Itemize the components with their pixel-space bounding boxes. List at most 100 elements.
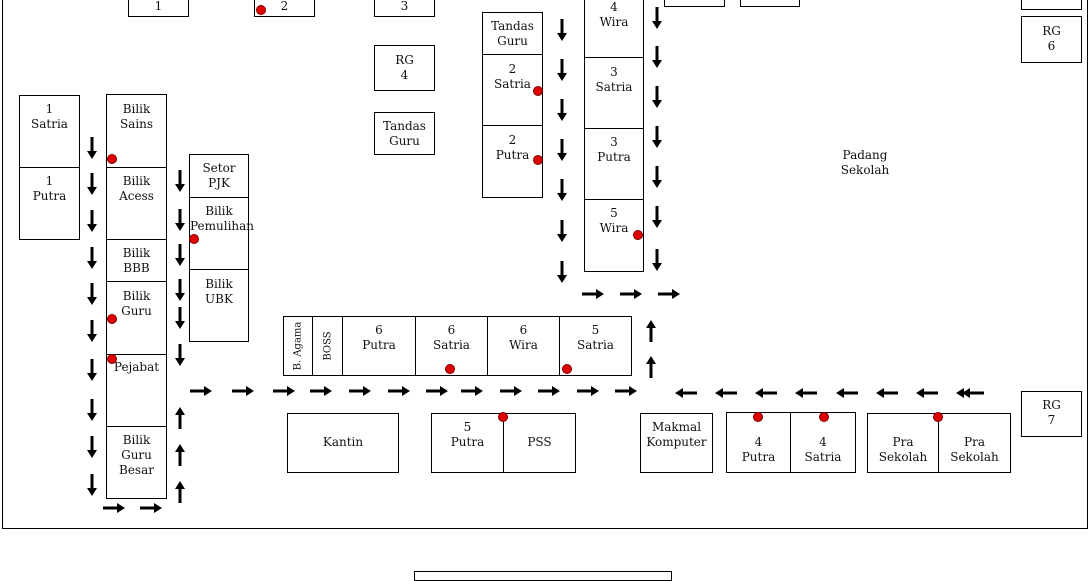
assembly-dot (533, 86, 543, 96)
room-makmal-komputer: Makmal Komputer (640, 413, 713, 473)
arrow-right (538, 386, 560, 396)
room-rg7: RG 7 (1021, 391, 1082, 437)
arrow-right (103, 503, 125, 513)
arrow-up (646, 356, 656, 378)
room-tandas-guru-top: Tandas Guru (482, 12, 543, 55)
room-rg4: RG 4 (374, 45, 435, 91)
school-map-frame (2, 0, 1088, 529)
arrow-down (652, 46, 662, 68)
room-6-putra: 6 Putra (342, 316, 416, 376)
assembly-dot (189, 234, 199, 244)
room-bilik-pemulihan: Bilik Pemulihan (189, 197, 254, 270)
room-top-unlabeled-b (740, 0, 800, 7)
room-boss: BOSS (312, 316, 343, 376)
room-bilik-bbb: Bilik BBB (106, 239, 167, 282)
assembly-dot (498, 412, 508, 422)
arrow-up (175, 407, 185, 429)
room-4-wira: 4 Wira (584, 0, 644, 58)
room-bilik-sains: Bilik Sains (106, 94, 167, 168)
room-bilik-guru-besar: Bilik Guru Besar (106, 426, 167, 499)
arrow-left (916, 388, 938, 398)
arrow-left (962, 388, 984, 398)
arrow-down (652, 7, 662, 29)
room-3-putra: 3 Putra (584, 128, 644, 200)
assembly-dot (445, 364, 455, 374)
assembly-dot (107, 314, 117, 324)
arrow-right (577, 386, 599, 396)
room-rg6: RG 6 (1021, 16, 1082, 63)
arrow-down (652, 86, 662, 108)
room-pra-sekolah-a: Pra Sekolah (867, 413, 939, 473)
arrow-down (175, 209, 185, 231)
room-1-satria: 1 Satria (19, 95, 80, 168)
assembly-dot (533, 155, 543, 165)
room-6-satria: 6 Satria (415, 316, 488, 376)
assembly-dot (562, 364, 572, 374)
arrow-down (652, 126, 662, 148)
arrow-down (557, 261, 567, 283)
arrow-left (675, 388, 697, 398)
room-5-satria: 5 Satria (559, 316, 632, 376)
arrow-right (140, 503, 162, 513)
room-top-unlabeled-c (1021, 0, 1082, 10)
arrow-right (310, 386, 332, 396)
arrow-left (755, 388, 777, 398)
room-2-putra: 2 Putra (482, 125, 543, 198)
assembly-dot (107, 154, 117, 164)
arrow-right (349, 386, 371, 396)
room-kantin: Kantin (287, 413, 399, 473)
room-top-1: 1 (128, 0, 189, 17)
arrow-down (175, 244, 185, 266)
arrow-down (87, 359, 97, 381)
room-top-unlabeled-a (664, 0, 725, 7)
arrow-right (273, 386, 295, 396)
arrow-right (190, 386, 212, 396)
arrow-left (876, 388, 898, 398)
arrow-up (175, 444, 185, 466)
arrow-down (87, 474, 97, 496)
arrow-right (615, 386, 637, 396)
assembly-dot (753, 412, 763, 422)
room-5-putra: 5 Putra (431, 413, 504, 473)
room-tandas-guru-mid: Tandas Guru (374, 112, 435, 155)
arrow-down (652, 166, 662, 188)
arrow-right (388, 386, 410, 396)
room-pss: PSS (503, 413, 576, 473)
arrow-right (500, 386, 522, 396)
arrow-down (652, 249, 662, 271)
arrow-down (557, 59, 567, 81)
arrow-down (557, 139, 567, 161)
room-top-3: 3 (374, 0, 435, 17)
assembly-dot (256, 5, 266, 15)
arrow-down (175, 279, 185, 301)
room-2-satria: 2 Satria (482, 54, 543, 126)
arrow-left (795, 388, 817, 398)
arrow-down (87, 210, 97, 232)
arrow-down (87, 173, 97, 195)
arrow-down (175, 307, 185, 329)
room-1-putra: 1 Putra (19, 167, 80, 240)
arrow-right (582, 289, 604, 299)
room-pejabat: Pejabat (106, 354, 167, 427)
arrow-right (620, 289, 642, 299)
arrow-right (658, 289, 680, 299)
assembly-dot (819, 412, 829, 422)
assembly-dot (933, 412, 943, 422)
arrow-down (87, 320, 97, 342)
arrow-down (557, 99, 567, 121)
arrow-down (557, 220, 567, 242)
arrow-down (87, 283, 97, 305)
arrow-up (646, 320, 656, 342)
room-4-putra: 4 Putra (726, 412, 791, 473)
arrow-down (175, 170, 185, 192)
room-setor-pjk: Setor PJK (189, 154, 249, 198)
assembly-dot (107, 354, 117, 364)
arrow-down (557, 19, 567, 41)
arrow-left (836, 388, 858, 398)
room-3-satria: 3 Satria (584, 57, 644, 129)
arrow-down (87, 247, 97, 269)
arrow-down (175, 344, 185, 366)
room-top-2: 2 (254, 0, 315, 17)
room-pra-sekolah-b: Pra Sekolah (938, 413, 1011, 473)
